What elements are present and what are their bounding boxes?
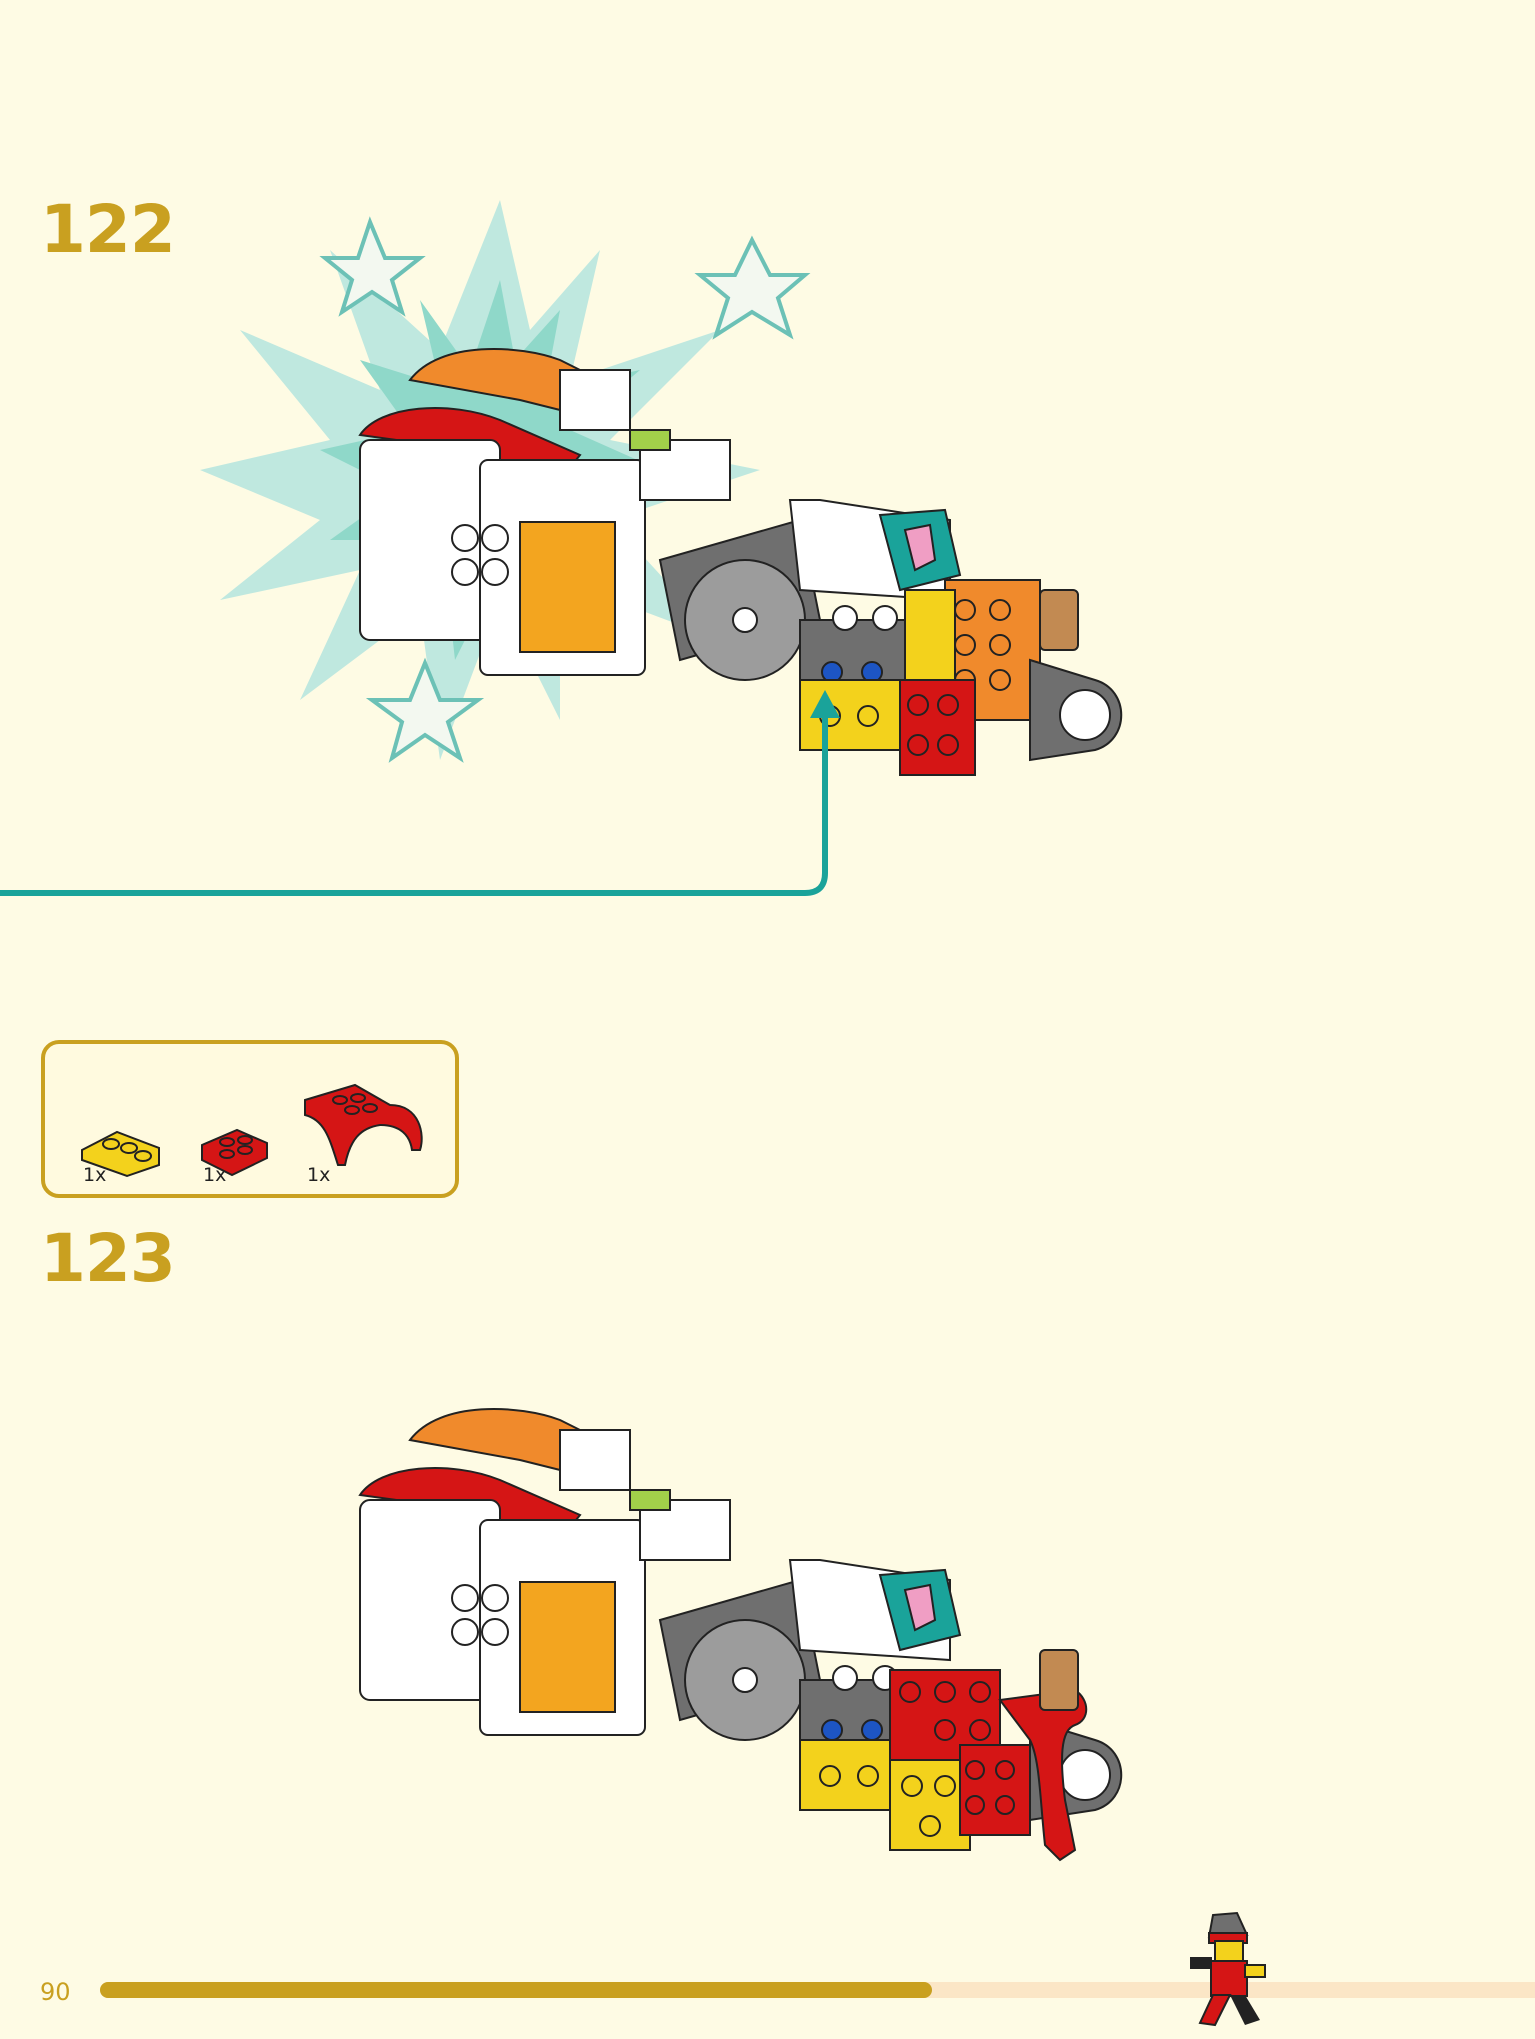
step-122-illustration <box>0 200 1123 896</box>
ninja-minifigure-icon <box>1190 1911 1266 2027</box>
step-number-123: 123 <box>40 1220 176 1297</box>
progress-bar <box>100 1982 1535 1998</box>
step-123-illustration <box>358 1407 1123 1862</box>
connector-arrow <box>0 690 840 896</box>
model-hinge-assembly <box>658 1578 941 1741</box>
part-quantity: 1x <box>307 1164 331 1186</box>
model-front-assembly <box>358 347 731 676</box>
part-quantity: 1x <box>203 1164 227 1186</box>
step-number-122: 122 <box>40 191 176 268</box>
red-curved-mudguard-icon <box>304 1083 423 1166</box>
star-icon <box>694 235 811 340</box>
model-rear-assembly <box>788 1559 1123 1862</box>
red-2x2-plate-icon <box>201 1128 268 1177</box>
progress-bar-fill <box>100 1982 933 1998</box>
model-front-assembly <box>358 1407 731 1736</box>
page-number: 90 <box>40 1978 71 2006</box>
part-quantity: 1x <box>83 1164 107 1186</box>
model-rear-assembly <box>788 499 1123 776</box>
star-icon <box>319 216 426 317</box>
yellow-corner-plate-icon <box>81 1130 160 1178</box>
star-icon <box>365 657 485 763</box>
parts-list-box: 1x 1x 1x <box>41 1040 459 1198</box>
